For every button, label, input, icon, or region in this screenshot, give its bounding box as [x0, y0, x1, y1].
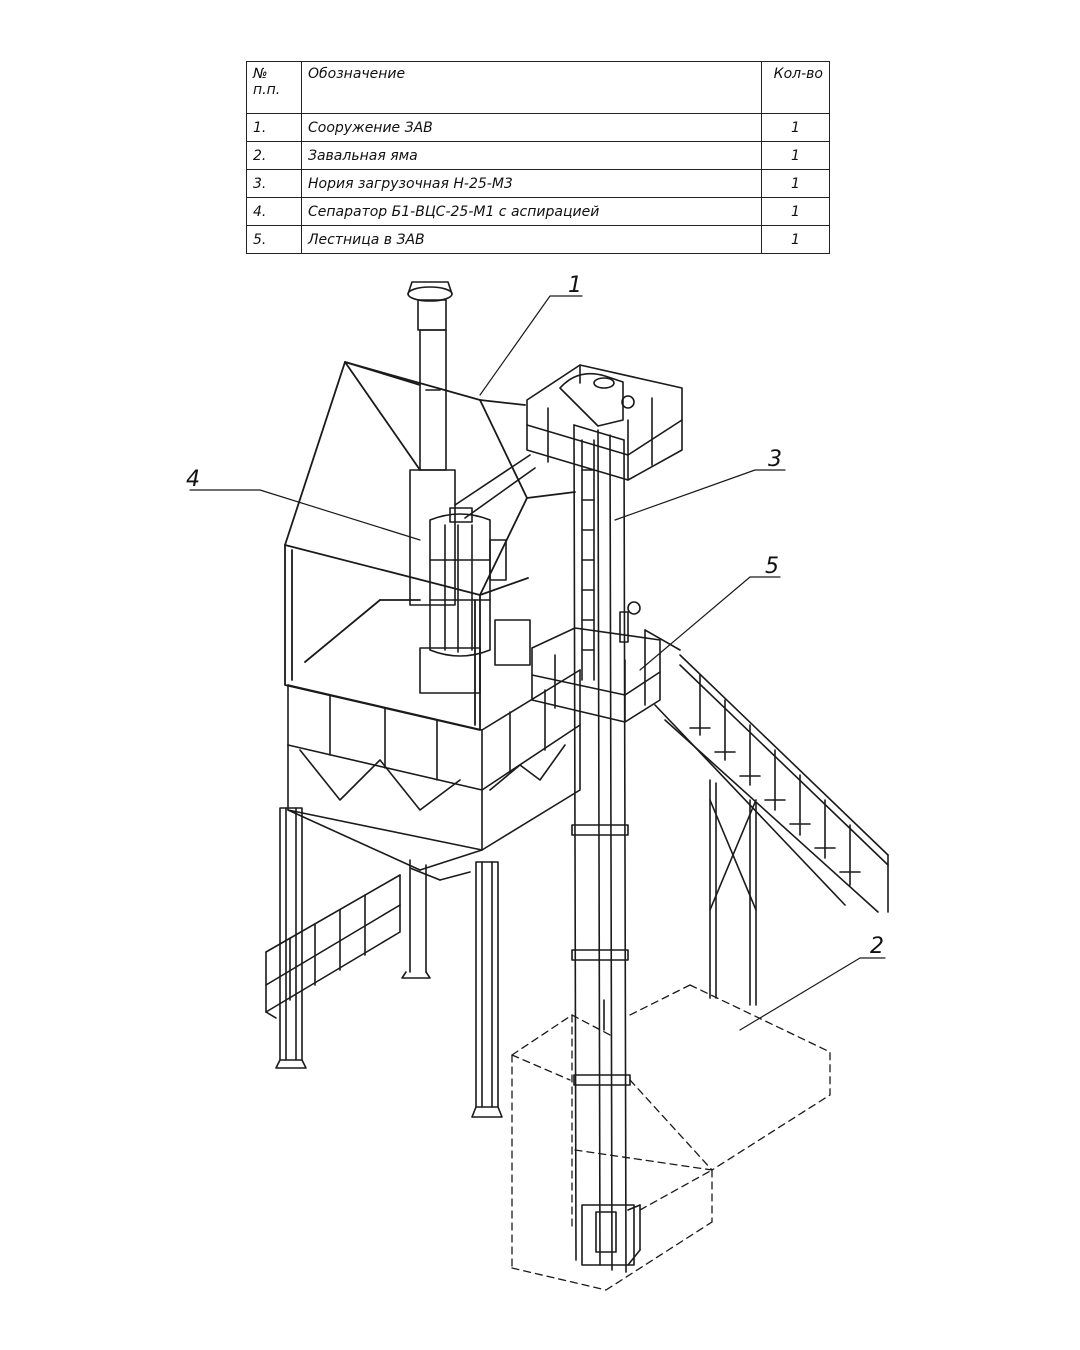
- intake-pit: [511, 984, 831, 1291]
- header-number: № п.п.: [246, 61, 302, 114]
- row-number: 1.: [246, 113, 302, 142]
- lower-platform: [265, 874, 401, 1019]
- row-quantity: 1: [761, 169, 830, 198]
- table-row: 1. Сооружение ЗАВ 1: [246, 113, 830, 142]
- callout-4: 4: [186, 467, 200, 492]
- table-header-row: № п.п. Обозначение Кол-во: [246, 61, 830, 114]
- middle-platform: [531, 627, 681, 723]
- header-quantity: Кол-во: [761, 61, 830, 114]
- callout-2: 2: [870, 934, 884, 959]
- row-quantity: 1: [761, 225, 830, 254]
- header-designation: Обозначение: [301, 61, 762, 114]
- callout-3: 3: [768, 447, 782, 472]
- row-designation: Сепаратор Б1-ВЦС-25-М1 с аспирацией: [301, 197, 762, 226]
- row-designation: Завальная яма: [301, 141, 762, 170]
- table-row: 5. Лестница в ЗАВ 1: [246, 225, 830, 254]
- stair: [654, 654, 889, 1006]
- specification-table: № п.п. Обозначение Кол-во 1. Сооружение …: [246, 61, 830, 254]
- row-designation: Лестница в ЗАВ: [301, 225, 762, 254]
- header-number-line2: п.п.: [253, 82, 281, 98]
- header-number-line1: №: [253, 66, 268, 82]
- callout-5: 5: [765, 554, 779, 579]
- bucket-elevator: [571, 424, 641, 1273]
- leader-lines: [189, 295, 886, 1031]
- callout-numbers: 1 2 3 4 5: [186, 273, 884, 959]
- table-row: 4. Сепаратор Б1-ВЦС-25-М1 с аспирацией 1: [246, 197, 830, 226]
- upper-frame: [284, 361, 576, 731]
- table-row: 2. Завальная яма 1: [246, 141, 830, 170]
- hopper: [287, 724, 581, 881]
- bin-walls: [287, 669, 581, 791]
- row-quantity: 1: [761, 197, 830, 226]
- row-number: 5.: [246, 225, 302, 254]
- callout-1: 1: [568, 273, 582, 298]
- elevator-head-platform: [526, 364, 683, 481]
- row-number: 2.: [246, 141, 302, 170]
